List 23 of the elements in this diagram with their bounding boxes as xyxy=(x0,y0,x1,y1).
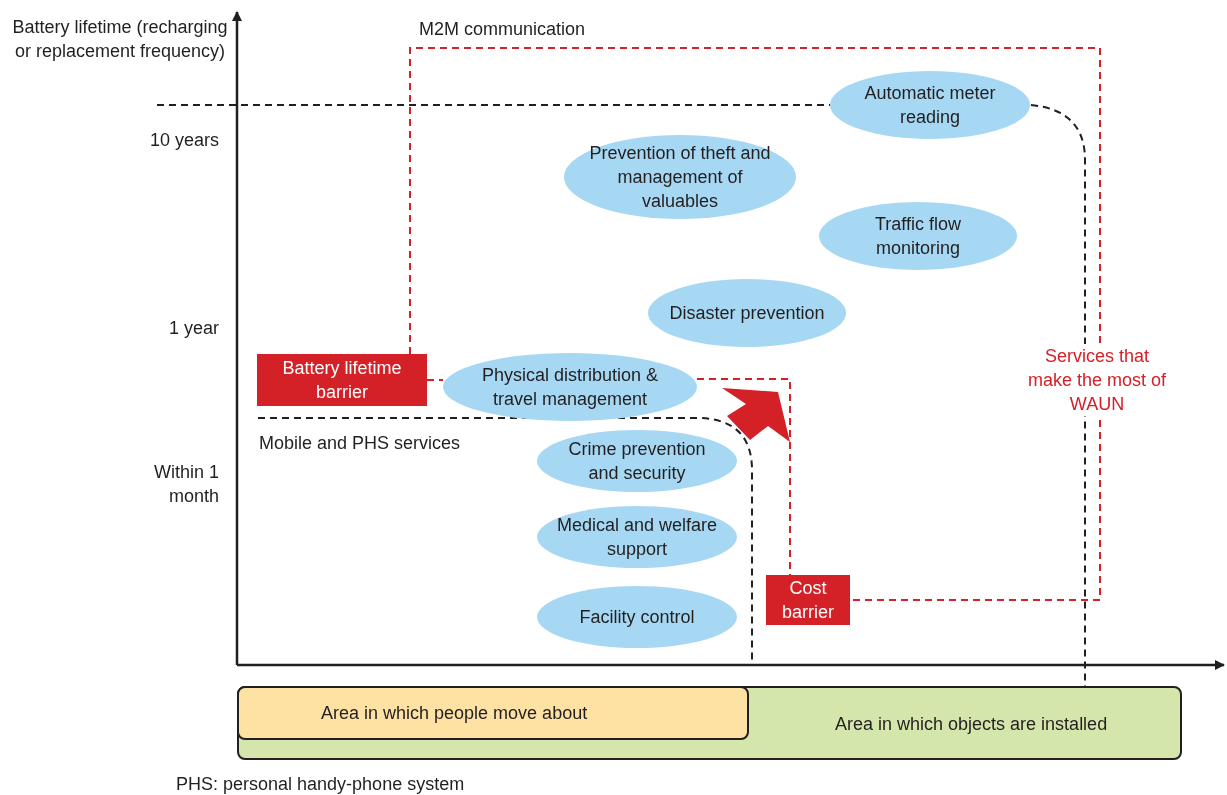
barrier-box xyxy=(257,354,427,406)
axis-title: Battery lifetime (recharging or replacement frequency) xyxy=(11,16,229,63)
barrier-box xyxy=(766,575,850,625)
axis-tick-label: Within 1 month xyxy=(152,461,219,508)
service-label: Crime prevention and security xyxy=(567,438,707,485)
barrier-label: Cost barrier xyxy=(781,577,835,624)
region-label: Mobile and PHS services xyxy=(259,432,461,455)
axis-tick-label: 1 year xyxy=(167,317,219,340)
service-label: Facility control xyxy=(578,606,696,629)
axis-tick-label: 10 years xyxy=(148,129,219,152)
service-label: Traffic flow monitoring xyxy=(874,213,962,260)
service-label: Physical distribution & travel management xyxy=(480,364,660,411)
service-label: Medical and welfare support xyxy=(555,514,719,561)
region-label: M2M communication xyxy=(419,18,586,41)
service-label: Automatic meter reading xyxy=(863,82,997,129)
area-label: Area in which objects are installed xyxy=(835,713,1108,736)
footnote: PHS: personal handy-phone system xyxy=(176,773,465,795)
service-label: Prevention of theft and management of valuables xyxy=(588,142,772,213)
barrier-label: Battery lifetime barrier xyxy=(281,357,403,404)
area-label: Area in which people move about xyxy=(321,702,588,725)
area-band xyxy=(237,686,1182,760)
service-label: Disaster prevention xyxy=(668,302,826,325)
area-band xyxy=(237,686,749,740)
